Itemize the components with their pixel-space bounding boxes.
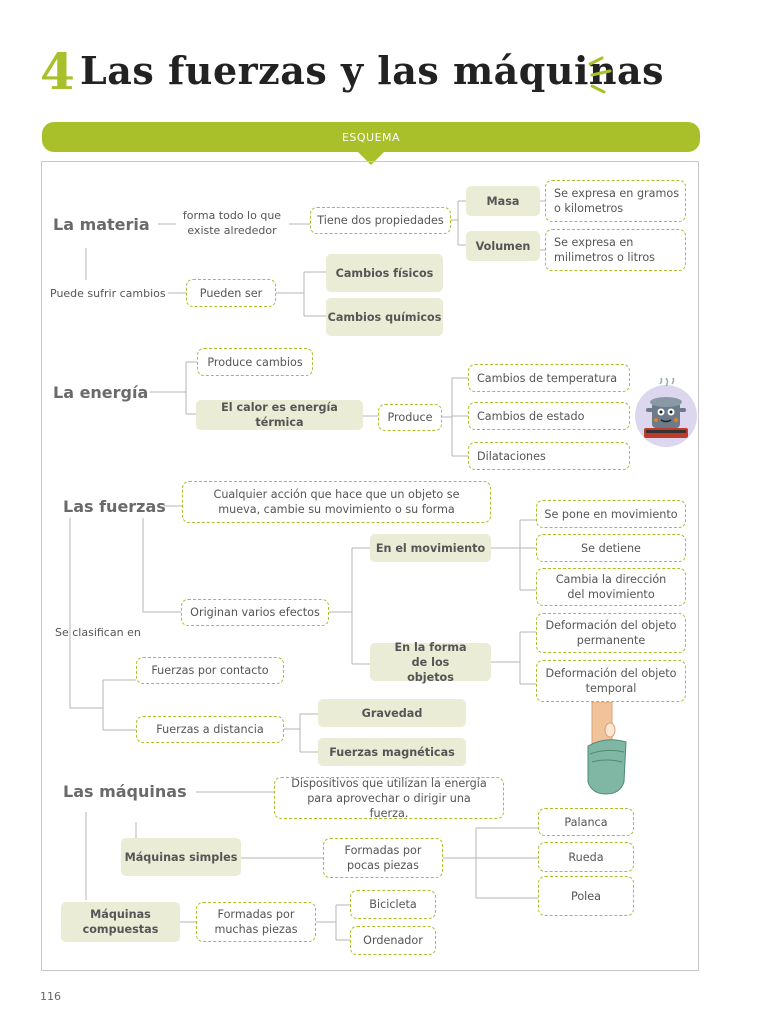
page-number: 116 xyxy=(40,990,61,1003)
calor-box: El calor es energía térmica xyxy=(196,400,363,430)
magneticas-box: Fuerzas magnéticas xyxy=(318,738,466,766)
volumen-box: Volumen xyxy=(466,231,540,261)
pueden-ser-box: Pueden ser xyxy=(186,279,276,307)
boiling-pot-illustration xyxy=(635,378,697,447)
decoration-icon xyxy=(588,56,612,94)
gravedad-box: Gravedad xyxy=(318,699,466,727)
cambios-quimicos-box: Cambios químicos xyxy=(326,298,443,336)
distancia-box: Fuerzas a distancia xyxy=(136,716,284,743)
rueda-box: Rueda xyxy=(538,842,634,872)
efectos-box: Originan varios efectos xyxy=(181,599,329,626)
estado-box: Cambios de estado xyxy=(468,402,630,430)
heading-maquinas: Las máquinas xyxy=(63,782,187,801)
produce-box: Produce xyxy=(378,404,442,431)
movimiento-box: En el movimiento xyxy=(370,534,491,562)
volumen-description-box: Se expresa en milimetros o litros xyxy=(545,229,686,271)
heading-energia: La energía xyxy=(53,383,149,402)
cambios-label: Puede sufrir cambios xyxy=(50,287,166,300)
scheme-frame xyxy=(41,161,699,971)
palanca-box: Palanca xyxy=(538,808,634,836)
maquinas-compuestas-box: Máquinas compuestas xyxy=(61,902,180,942)
masa-description-box: Se expresa en gramos o kilometros xyxy=(545,180,686,222)
fuerzas-definition-box: Cualquier acción que hace que un objeto … xyxy=(182,481,491,523)
muchas-piezas-box: Formadas por muchas piezas xyxy=(196,902,316,942)
polea-box: Polea xyxy=(538,876,634,916)
masa-box: Masa xyxy=(466,186,540,216)
finger-sock-illustration xyxy=(587,702,627,795)
pone-movimiento-box: Se pone en movimiento xyxy=(536,500,686,528)
props-box: Tiene dos propiedades xyxy=(310,207,451,234)
heading-fuerzas: Las fuerzas xyxy=(63,497,166,516)
page-title: Las fuerzas y las máquinas xyxy=(80,48,665,93)
heading-materia: La materia xyxy=(53,215,150,234)
produce-cambios-box: Produce cambios xyxy=(197,348,313,376)
maquinas-simples-box: Máquinas simples xyxy=(121,838,241,876)
clasifican-label: Se clasifican en xyxy=(55,626,141,639)
contacto-box: Fuerzas por contacto xyxy=(136,657,284,684)
bicicleta-box: Bicicleta xyxy=(350,890,436,919)
temperatura-box: Cambios de temperatura xyxy=(468,364,630,392)
cambios-fisicos-box: Cambios físicos xyxy=(326,254,443,292)
temporal-box: Deformación del objeto temporal xyxy=(536,660,686,702)
dilataciones-box: Dilataciones xyxy=(468,442,630,470)
materia-description: forma todo lo que existe alrededor xyxy=(182,209,282,237)
pocas-piezas-box: Formadas por pocas piezas xyxy=(323,838,443,878)
ordenador-box: Ordenador xyxy=(350,926,436,955)
esquema-banner: ESQUEMA xyxy=(42,122,700,152)
chapter-number: 4 xyxy=(40,42,75,101)
detiene-box: Se detiene xyxy=(536,534,686,562)
maquinas-definition-box: Dispositivos que utilizan la energía par… xyxy=(274,777,504,820)
direccion-box: Cambia la dirección del movimiento xyxy=(536,568,686,606)
permanente-box: Deformación del objeto permanente xyxy=(536,613,686,653)
forma-box: En la forma de los objetos xyxy=(370,641,491,684)
